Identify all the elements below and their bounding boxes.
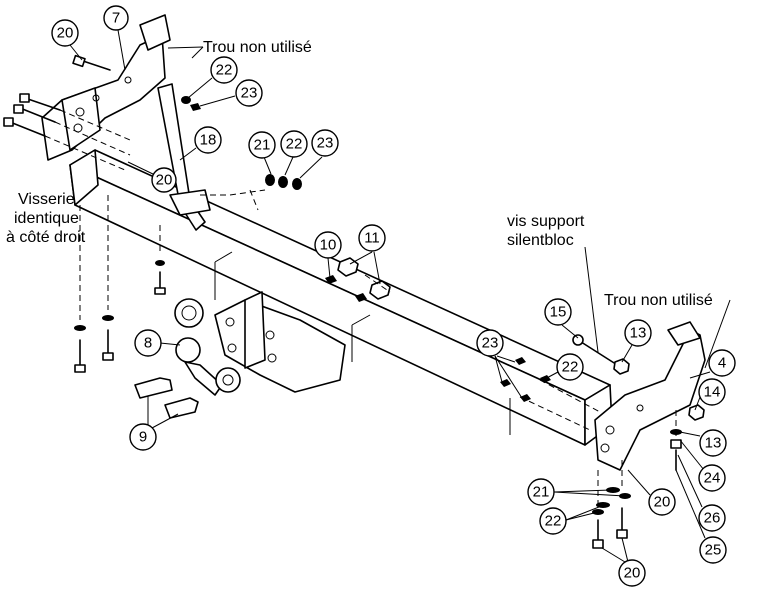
label-unused-hole-right: Trou non utilisé	[604, 292, 713, 309]
callout-22-middle: 22	[286, 136, 303, 153]
alignment-lines	[44, 109, 677, 505]
callout-20-top: 20	[57, 25, 74, 42]
callout-24: 24	[704, 470, 721, 487]
callout-26: 26	[704, 510, 721, 527]
label-hardware-line2: identique	[14, 210, 79, 227]
callout-13-top: 13	[630, 325, 647, 342]
callout-22-right: 22	[562, 359, 579, 376]
callout-25: 25	[705, 542, 722, 559]
callout-22-bottom: 22	[545, 513, 562, 530]
label-hardware-line3: à côté droit	[6, 229, 86, 246]
label-silentbloc-bolt-line1: vis support	[507, 213, 585, 230]
callout-10: 10	[320, 237, 337, 254]
callout-11: 11	[364, 230, 380, 247]
callout-23-right: 23	[482, 335, 499, 352]
callout-20-right: 20	[654, 494, 671, 511]
callout-14: 14	[704, 384, 721, 401]
tow-ball-8	[174, 298, 241, 396]
callout-23-top: 23	[241, 85, 258, 102]
callout-22-top: 22	[216, 62, 233, 79]
callout-8: 8	[144, 335, 152, 352]
text-labels: Trou non utilisé Trou non utilisé Visser…	[6, 39, 731, 369]
callout-4: 4	[718, 355, 726, 372]
center-mounting-plate	[214, 291, 346, 393]
callout-23-middle: 23	[317, 135, 334, 152]
callout-18: 18	[200, 132, 217, 149]
callouts: 20 7 22 23 18 21 22 23 20 10	[51, 5, 736, 587]
label-hardware-line1: Visserie	[18, 191, 75, 208]
callout-15: 15	[550, 304, 567, 321]
label-unused-hole-top: Trou non utilisé	[203, 39, 312, 56]
support-bracket-18	[157, 83, 211, 231]
callout-20-bottom: 20	[624, 565, 641, 582]
callout-21-bottom: 21	[533, 484, 550, 501]
label-silentbloc-bolt-line2: silentbloc	[507, 232, 574, 249]
callout-7: 7	[112, 10, 120, 27]
callout-20-left: 20	[156, 172, 173, 189]
bolts	[3, 54, 705, 549]
right-side-bracket	[594, 321, 706, 471]
main-crossbar	[69, 149, 613, 446]
callout-13-bottom: 13	[705, 435, 722, 452]
callout-21-top: 21	[254, 137, 271, 154]
callout-9: 9	[139, 429, 147, 446]
